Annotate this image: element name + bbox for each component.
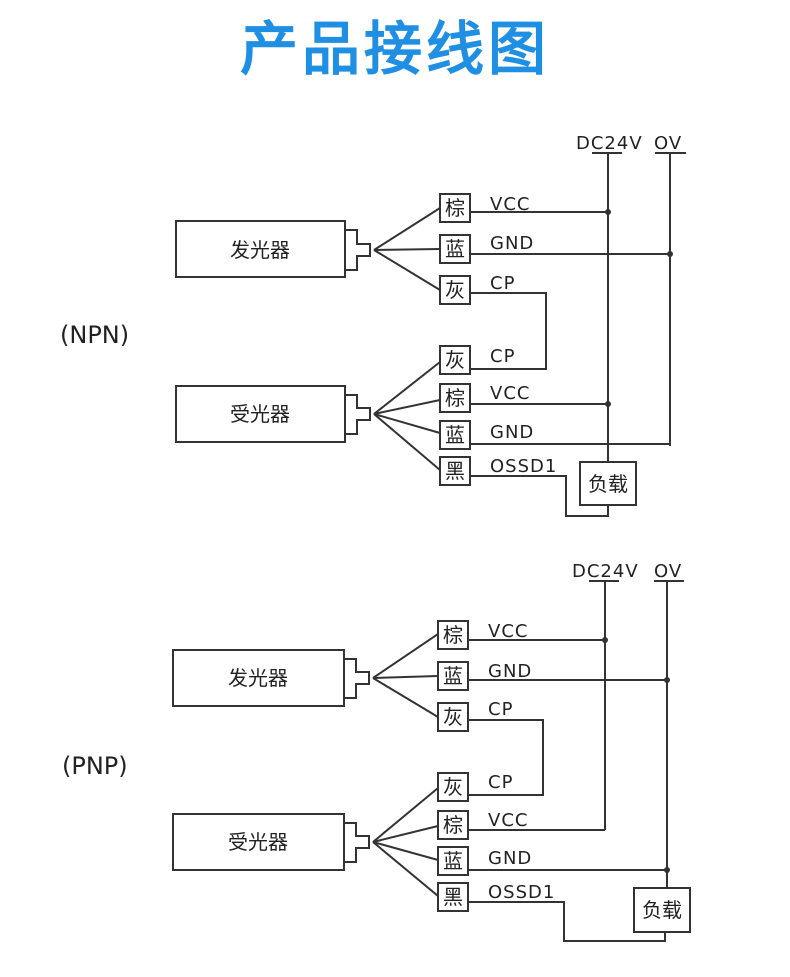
npn-emitter-tag-2 xyxy=(439,234,471,264)
pnp-receiver-signal-4: OSSD1 xyxy=(488,882,555,903)
pnp-receiver-box xyxy=(172,813,345,871)
pnp-emitter-tag-2 xyxy=(437,661,469,691)
npn-emitter-tag-2-text: 蓝 xyxy=(445,237,465,261)
pnp-receiver-tag-3-text: 蓝 xyxy=(443,849,463,873)
npn-emitter-tag-3-text: 灰 xyxy=(445,278,465,302)
pnp-receiver-fan-3 xyxy=(372,841,439,861)
pnp-emitter-signal-2: GND xyxy=(488,661,532,682)
pnp-cp-link xyxy=(468,719,544,796)
npn-emitter-fan-2 xyxy=(373,248,441,251)
npn-emitter-fan-1 xyxy=(373,207,441,251)
npn-receiver-tag-4-text: 黑 xyxy=(445,459,465,483)
pnp-dc24v-label: DC24V xyxy=(572,561,639,582)
npn-emitter-tag-1 xyxy=(439,193,471,223)
npn-receiver-box xyxy=(175,385,346,443)
npn-receiver-tag-3-text: 蓝 xyxy=(445,423,465,447)
npn-emitter-vcc-junction xyxy=(605,209,611,215)
pnp-0v-label: OV xyxy=(654,561,682,582)
pnp-emitter-tag-1 xyxy=(437,620,469,650)
npn-ossd1-wire xyxy=(470,475,609,517)
npn-emitter-box xyxy=(175,220,346,278)
npn-receiver-vcc-junction xyxy=(605,401,611,407)
npn-load-box xyxy=(579,461,637,506)
pnp-load-box xyxy=(633,887,691,933)
pnp-emitter-signal-3: CP xyxy=(488,699,513,720)
pnp-receiver-tag-1-text: 灰 xyxy=(443,775,463,799)
pnp-emitter-label: 发光器 xyxy=(228,666,288,690)
npn-load-label: 负载 xyxy=(588,472,628,496)
pnp-receiver-tag-4 xyxy=(437,882,469,912)
pnp-receiver-tag-4-text: 黑 xyxy=(443,885,463,909)
pnp-emitter-box xyxy=(172,649,345,707)
npn-receiver-signal-2: VCC xyxy=(490,383,530,404)
npn-receiver-tag-1 xyxy=(439,345,471,375)
npn-emitter-fan-3 xyxy=(373,249,441,291)
pnp-receiver-tag-2 xyxy=(437,810,469,840)
npn-receiver-tag-2-text: 棕 xyxy=(445,386,465,410)
pnp-receiver-tag-1 xyxy=(437,772,469,802)
pnp-emitter-fan-2 xyxy=(372,675,439,679)
pnp-emitter-vcc-junction xyxy=(602,637,608,643)
npn-receiver-fan-3 xyxy=(373,413,441,434)
pnp-emitter-signal-1: VCC xyxy=(488,621,528,642)
pnp-emitter-fan-3 xyxy=(372,677,439,718)
pnp-receiver-fan-1 xyxy=(372,787,439,843)
pnp-emitter-tag-1-text: 棕 xyxy=(443,623,463,647)
npn-emitter-gnd-junction xyxy=(667,251,673,257)
npn-cp-link xyxy=(470,292,547,370)
npn-emitter-connector xyxy=(345,229,371,271)
npn-receiver-fan-4 xyxy=(373,413,441,471)
pnp-emitter-tag-2-text: 蓝 xyxy=(443,664,463,688)
npn-emitter-signal-3: CP xyxy=(490,273,515,294)
pnp-receiver-label: 受光器 xyxy=(228,830,288,854)
npn-receiver-connector xyxy=(345,394,371,435)
pnp-receiver-signal-3: GND xyxy=(488,848,532,869)
pnp-emitter-tag-3-text: 灰 xyxy=(443,705,463,729)
npn-emitter-label: 发光器 xyxy=(230,238,290,262)
pnp-receiver-tag-2-text: 棕 xyxy=(443,813,463,837)
pnp-emitter-gnd-junction xyxy=(664,677,670,683)
npn-0v-label: OV xyxy=(654,133,682,154)
pnp-load-label: 负载 xyxy=(642,898,682,922)
pnp-receiver-signal-2: VCC xyxy=(488,810,528,831)
pnp-emitter-fan-1 xyxy=(372,633,439,679)
pnp-receiver-signal-1: CP xyxy=(488,772,513,793)
npn-receiver-tag-4 xyxy=(439,456,471,486)
page-title: 产品接线图 xyxy=(239,15,550,83)
pnp-emitter-connector xyxy=(344,658,370,699)
npn-receiver-fan-2 xyxy=(373,399,441,415)
npn-emitter-tag-3 xyxy=(439,275,471,305)
pnp-receiver-fan-2 xyxy=(372,825,439,843)
npn-receiver-label: 受光器 xyxy=(230,402,290,426)
pnp-section: DC24V OV (PNP) 发光器 棕 蓝 灰 VCC GND CP xyxy=(62,561,691,942)
npn-receiver-fan-1 xyxy=(373,361,441,415)
npn-dc24v-label: DC24V xyxy=(576,133,643,154)
pnp-receiver-tag-3 xyxy=(437,846,469,876)
npn-receiver-signal-1: CP xyxy=(490,346,515,367)
npn-emitter-signal-1: VCC xyxy=(490,194,530,215)
npn-receiver-tag-2 xyxy=(439,383,471,413)
pnp-receiver-connector xyxy=(344,822,370,863)
npn-mode-label: (NPN) xyxy=(60,321,129,349)
pnp-receiver-gnd-junction xyxy=(664,867,670,873)
npn-emitter-signal-2: GND xyxy=(490,233,534,254)
npn-receiver-signal-3: GND xyxy=(490,422,534,443)
npn-receiver-tag-1-text: 灰 xyxy=(445,348,465,372)
pnp-receiver-fan-4 xyxy=(372,841,439,897)
npn-section: DC24V OV (NPN) 发光器 棕 蓝 灰 VCC GND CP xyxy=(60,133,686,517)
npn-receiver-tag-3 xyxy=(439,420,471,450)
npn-receiver-signal-4: OSSD1 xyxy=(490,456,557,477)
pnp-emitter-tag-3 xyxy=(437,702,469,732)
npn-emitter-tag-1-text: 棕 xyxy=(445,196,465,220)
pnp-mode-label: (PNP) xyxy=(62,752,128,780)
pnp-ossd1-wire xyxy=(468,901,666,942)
